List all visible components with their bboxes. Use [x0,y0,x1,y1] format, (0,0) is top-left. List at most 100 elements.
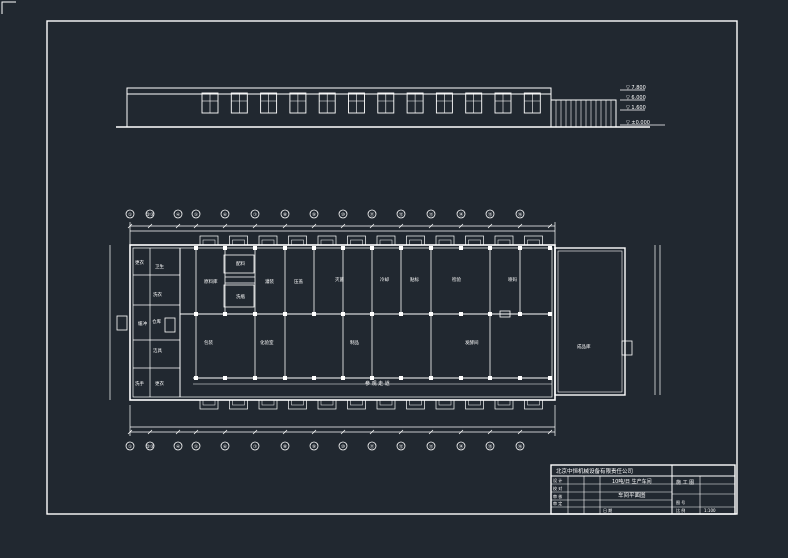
axis-label: ⑪ [370,443,375,450]
elevation-window [348,92,365,114]
project-name: 10吨/日 生产车间 [612,478,652,485]
axis-label: ⑭ [459,211,464,218]
level-label: ▽ ±0.000 [626,120,650,126]
axis-label: ⑯ [518,211,523,218]
elevation-window [201,92,219,114]
elevation-window [406,92,424,114]
level-label: ▽ 7.800 [626,85,646,91]
room-label: 发酵间 [465,339,479,346]
axis-label: ④ [176,444,180,450]
elevation-annex-hatching [555,100,617,127]
room-label: 仓库 [152,318,161,325]
axis-label: ⑩ [341,212,345,218]
plan-annex-inner [557,250,623,393]
axis-label: ⑬ [429,211,434,218]
dimension-lines [109,222,661,436]
axis-bubble: ⑭ [456,209,466,219]
axis-label: ⑯ [518,443,523,450]
stage-label: 施 工 图 [676,479,694,486]
axis-bubble: ⑭ [456,441,466,451]
room-label: 洗瓶 [236,293,245,300]
room-label: 喷码 [508,276,517,283]
axis-label: ⑨ [312,212,316,218]
elevation-window [260,92,278,114]
axis-label: ⑨ [312,444,316,450]
room-label: 贴标 [410,276,419,283]
elevation-window [465,92,483,114]
room-label: 化验室 [260,339,274,346]
room-label: 冷却 [380,276,389,283]
room-label: 更衣 [155,380,164,387]
axis-label: ⑮ [488,211,493,218]
plan-partitions [195,248,521,378]
axis-bubble: ⑧ [280,209,290,219]
row-label: 设 计 [553,477,562,483]
company-name: 北京中恒机械设备有限责任公司 [556,467,633,475]
room-label: 包装 [204,339,213,346]
level-label: ▽ 6.000 [626,95,646,101]
corridor-label: 参 观 走 道 [365,380,390,387]
axis-label: ⑦ [253,212,257,218]
plan-window-bays [199,235,543,410]
axis-bubble: ⑫ [396,209,406,219]
axis-label: ⑪ [370,211,375,218]
room-label: 卫生 [155,263,164,270]
elevation-window [318,92,336,114]
window-corner-mark [1,1,16,14]
plan-annex-wall [554,247,626,396]
equipment-tank [223,284,255,308]
axis-label: ① [128,212,132,218]
equipment-tank [223,254,255,274]
row-label: 校 对 [553,485,562,491]
elevation-window [377,92,395,114]
axis-label: ⑤ [194,444,198,450]
room-label: 更衣 [135,259,144,266]
axis-label: ⑧ [283,444,287,450]
drawing-title: 车间平面图 [618,491,646,499]
dimension-ticks [127,223,553,435]
axis-label: ⑧ [283,212,287,218]
axis-label: ⑭ [459,443,464,450]
scale-value: 1:100 [704,508,716,513]
axis-label: ②③ [146,212,154,218]
axis-label: ⑮ [488,443,493,450]
elevation-view [116,87,650,128]
room-label: 原料库 [204,278,218,285]
axis-bubble: ④ [173,209,183,219]
axis-label: ④ [176,212,180,218]
plan-columns [194,246,552,380]
equipment-valve [499,310,511,318]
axis-bubble: ⑥ [220,441,230,451]
floor-plan [116,235,633,410]
axis-bubble: ⑬ [426,441,436,451]
axis-bubble: ⑮ [485,209,495,219]
room-labels: 更衣 洗衣 缓冲 洁具 洗手 更衣 卫生 原料库 配料 洗瓶 灌装 压盖 灭菌 … [135,259,591,387]
axis-bubble: ⑩ [338,209,348,219]
axis-label: ⑥ [223,212,227,218]
axis-bubble: ⑨ [309,209,319,219]
axis-bubble: ④ [173,441,183,451]
axis-bubble: ⑤ [191,209,201,219]
elevation-windows [201,92,541,114]
axis-bubble: ⑧ [280,441,290,451]
equipment-basin [164,317,176,333]
annex-door [621,340,633,356]
elevation-window [289,92,307,114]
axis-bubble: ⑪ [367,209,377,219]
axis-bubble: ⑯ [515,441,525,451]
axis-bubble: ⑪ [367,441,377,451]
row-label: 审 定 [553,500,562,506]
elevation-window [494,92,512,114]
axis-label: ⑦ [253,444,257,450]
axis-bubble: ⑦ [250,441,260,451]
room-label: 检验 [452,276,461,283]
axis-label: ⑫ [399,443,404,450]
axis-bubble: ②③ [145,209,155,219]
axis-bubble: ⑤ [191,441,201,451]
room-label: 缓冲 [138,320,147,327]
title-block [550,464,736,515]
axis-label: ⑬ [429,443,434,450]
axis-bubble: ① [125,441,135,451]
